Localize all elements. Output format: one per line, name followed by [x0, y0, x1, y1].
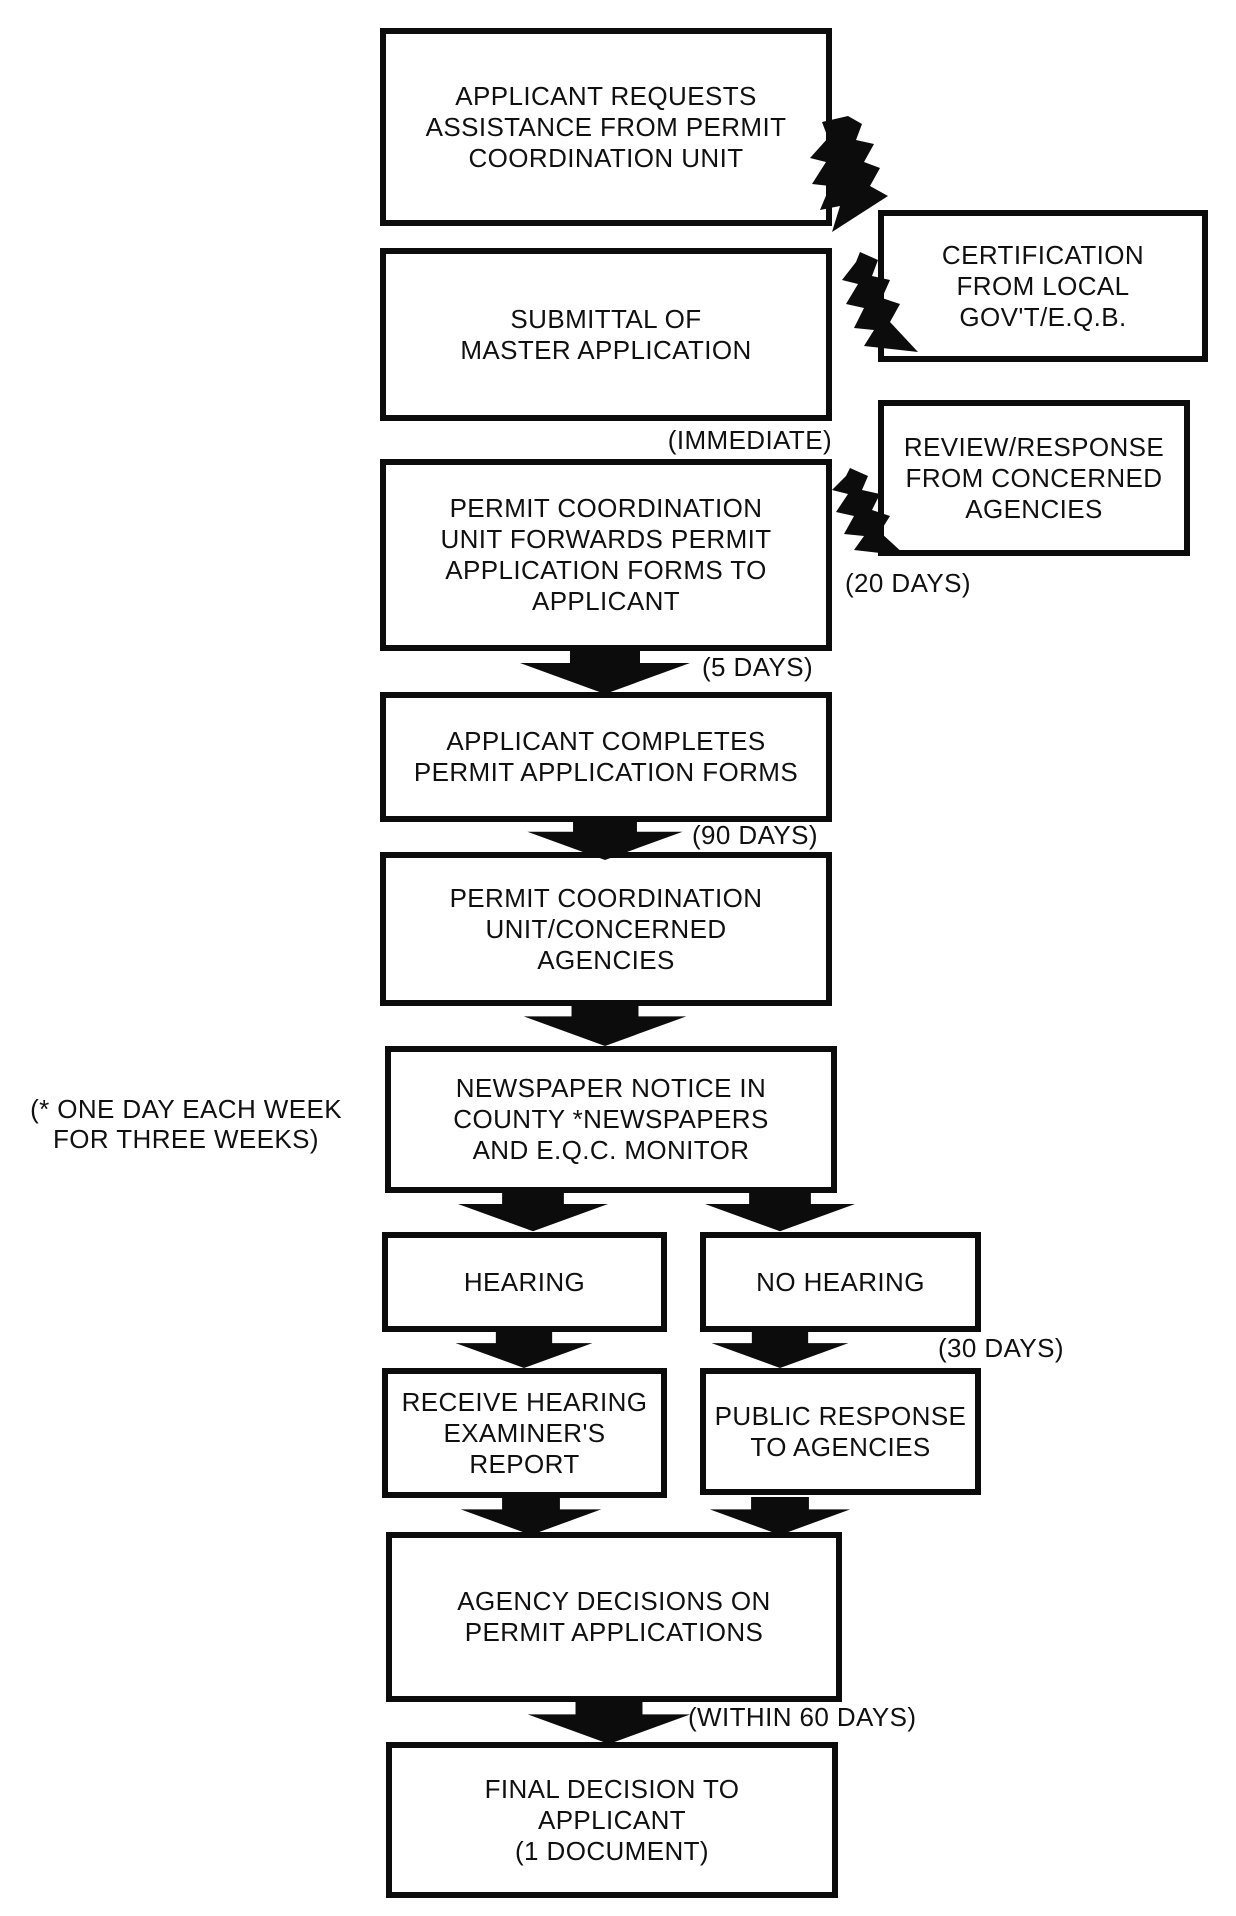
label-5-days: (5 DAYS): [702, 652, 814, 682]
node-text: REVIEW/RESPONSE: [903, 431, 1165, 462]
node-text: EXAMINER'S: [443, 1417, 606, 1448]
note-newspaper-frequency: (* ONE DAY EACH WEEK FOR THREE WEEKS): [6, 1094, 366, 1154]
jagged-arrow-icon: [798, 116, 894, 234]
down-arrow-icon: [449, 1331, 599, 1368]
node-text: MASTER APPLICATION: [460, 334, 752, 365]
label-20-days: (20 DAYS): [845, 568, 971, 598]
label-immediate: (IMMEDIATE): [667, 425, 832, 455]
down-arrow-icon: [520, 1002, 690, 1046]
node-text: APPLICANT: [531, 586, 681, 616]
node-text: UNIT FORWARDS PERMIT: [440, 524, 772, 554]
node-text: PUBLIC RESPONSE: [714, 1400, 967, 1431]
node-text: REPORT: [469, 1448, 580, 1479]
down-arrow-icon: [705, 1331, 855, 1368]
node-submittal: SUBMITTAL OF MASTER APPLICATION: [380, 248, 832, 421]
node-no-hearing: NO HEARING: [700, 1232, 981, 1332]
node-text: NO HEARING: [756, 1266, 925, 1297]
node-text: AGENCIES: [537, 944, 675, 975]
note-line: (* ONE DAY EACH WEEK: [30, 1094, 342, 1124]
node-text: APPLICANT REQUESTS: [455, 80, 757, 111]
jagged-arrow-icon: [826, 468, 906, 566]
node-review-response: REVIEW/RESPONSE FROM CONCERNED AGENCIES: [878, 400, 1190, 556]
node-text: COORDINATION UNIT: [468, 142, 744, 173]
node-pcu-concerned: PERMIT COORDINATION UNIT/CONCERNED AGENC…: [380, 852, 832, 1006]
label-30-days: (30 DAYS): [938, 1333, 1064, 1363]
node-text: PERMIT APPLICATIONS: [464, 1617, 764, 1647]
node-applicant-completes: APPLICANT COMPLETES PERMIT APPLICATION F…: [380, 692, 832, 822]
node-text: PERMIT APPLICATION FORMS: [413, 757, 799, 787]
label-90-days: (90 DAYS): [692, 820, 818, 850]
down-arrow-icon: [524, 1700, 694, 1744]
node-receive-report: RECEIVE HEARING EXAMINER'S REPORT: [382, 1368, 667, 1498]
node-text: AND E.Q.C. MONITOR: [472, 1135, 750, 1165]
node-text: GOV'T/E.Q.B.: [959, 301, 1127, 332]
node-text: CERTIFICATION: [941, 239, 1145, 270]
node-text: COUNTY *NEWSPAPERS: [453, 1104, 769, 1134]
down-arrow-icon: [458, 1190, 608, 1232]
node-text: FROM CONCERNED: [905, 462, 1163, 493]
down-arrow-icon: [456, 1497, 606, 1535]
node-text: (1 DOCUMENT): [514, 1835, 709, 1866]
node-text: PERMIT COORDINATION: [449, 882, 763, 913]
down-arrow-icon: [705, 1497, 855, 1535]
down-arrow-icon: [705, 1190, 855, 1232]
node-text: FROM LOCAL: [956, 270, 1130, 301]
note-line: FOR THREE WEEKS): [53, 1124, 319, 1154]
node-hearing: HEARING: [382, 1232, 667, 1332]
node-text: APPLICANT COMPLETES: [446, 726, 766, 756]
jagged-arrow-icon: [832, 252, 918, 364]
node-text: HEARING: [463, 1266, 586, 1297]
node-text: AGENCY DECISIONS ON: [457, 1586, 771, 1616]
node-text: SUBMITTAL OF: [510, 303, 702, 334]
node-text: RECEIVE HEARING: [401, 1386, 648, 1417]
node-text: TO AGENCIES: [750, 1431, 931, 1462]
node-text: AGENCIES: [965, 493, 1103, 524]
node-text: UNIT/CONCERNED: [485, 913, 727, 944]
node-text: FINAL DECISION TO: [484, 1773, 740, 1804]
node-text: APPLICANT: [537, 1804, 687, 1835]
node-final-decision: FINAL DECISION TO APPLICANT (1 DOCUMENT): [386, 1742, 838, 1898]
node-text: ASSISTANCE FROM PERMIT: [425, 111, 787, 142]
node-newspaper-notice: NEWSPAPER NOTICE IN COUNTY *NEWSPAPERS A…: [385, 1046, 837, 1193]
node-certification: CERTIFICATION FROM LOCAL GOV'T/E.Q.B.: [878, 210, 1208, 362]
down-arrow-icon: [520, 818, 690, 860]
node-text: PERMIT COORDINATION: [449, 493, 763, 523]
node-text: APPLICATION FORMS TO: [445, 555, 767, 585]
node-text: NEWSPAPER NOTICE IN: [455, 1073, 767, 1103]
node-pcu-forwards: PERMIT COORDINATION UNIT FORWARDS PERMIT…: [380, 459, 832, 651]
label-within-60-days: (WITHIN 60 DAYS): [688, 1702, 917, 1732]
node-applicant-requests: APPLICANT REQUESTS ASSISTANCE FROM PERMI…: [380, 28, 832, 226]
node-public-response: PUBLIC RESPONSE TO AGENCIES: [700, 1368, 981, 1495]
node-agency-decisions: AGENCY DECISIONS ON PERMIT APPLICATIONS: [386, 1532, 842, 1702]
down-arrow-icon: [520, 648, 690, 694]
